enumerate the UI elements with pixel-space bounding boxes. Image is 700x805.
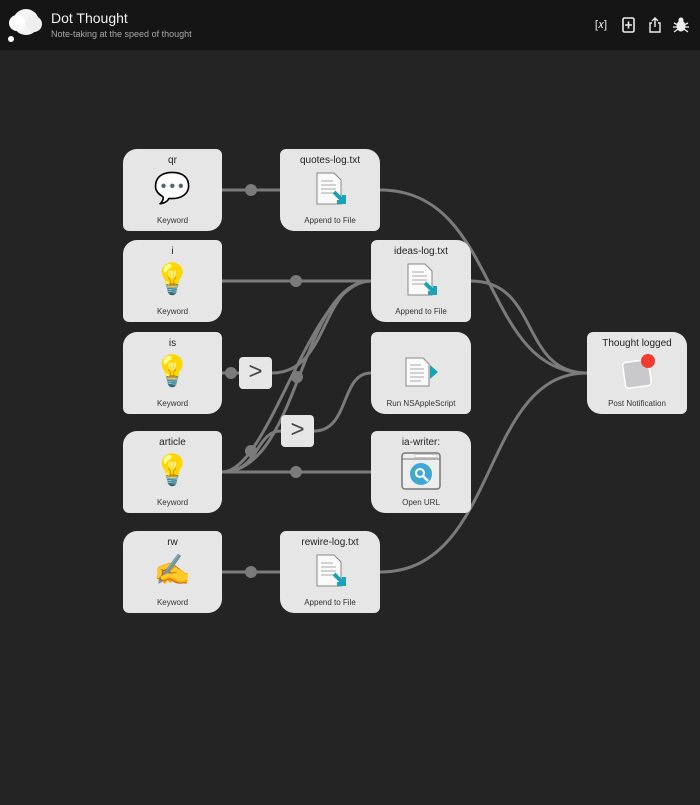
run-applescript-node[interactable]: Run NSAppleScript (371, 332, 471, 414)
keyword-node-article[interactable]: article 💡 Keyword (123, 431, 222, 513)
writing-hand-icon: ✍️ (153, 554, 192, 587)
node-title: quotes-log.txt (299, 155, 361, 166)
append-file-node-ideas[interactable]: ideas-log.txt Append to File (371, 240, 471, 322)
keyword-node-is[interactable]: is 💡 Keyword (123, 332, 222, 414)
node-title: ideas-log.txt (394, 246, 448, 257)
speech-bubble-icon: 💬 (153, 172, 192, 205)
connection-dot (290, 466, 302, 478)
notification-icon (621, 354, 655, 390)
node-title: i (171, 246, 174, 257)
add-object-icon[interactable] (619, 16, 637, 34)
node-type: Post Notification (608, 399, 666, 408)
connection-dot (245, 566, 257, 578)
lightbulb-icon: 💡 (153, 263, 192, 296)
connection-dot (245, 184, 257, 196)
conditional-filter-node[interactable]: > (239, 357, 272, 389)
node-title: rw (167, 537, 178, 548)
variables-icon[interactable]: [𝑥] (594, 19, 608, 31)
wire-filter-script (313, 371, 372, 433)
node-title: rewire-log.txt (301, 537, 359, 548)
keyword-node-qr[interactable]: qr 💬 Keyword (123, 149, 222, 231)
connection-dot (225, 367, 237, 379)
post-notification-node[interactable]: Thought logged Post Notification (587, 332, 687, 414)
node-title: is (168, 338, 177, 349)
lightbulb-icon: 💡 (153, 355, 192, 388)
keyword-node-rw[interactable]: rw ✍️ Keyword (123, 531, 222, 613)
workflow-subtitle: Note-taking at the speed of thought (51, 29, 192, 39)
node-type: Open URL (402, 498, 440, 507)
node-type: Append to File (304, 216, 356, 225)
wire-quotes-notify (379, 188, 588, 375)
open-url-node[interactable]: ia-writer: Open URL (371, 431, 471, 513)
keyword-node-i[interactable]: i 💡 Keyword (123, 240, 222, 322)
conditional-filter-node[interactable]: > (281, 415, 314, 447)
connection-dot (245, 445, 257, 457)
node-type: Keyword (156, 399, 189, 408)
node-title: Thought logged (602, 338, 672, 349)
workflow-title: Dot Thought (51, 10, 128, 26)
debug-icon[interactable] (672, 16, 690, 34)
node-type: Run NSAppleScript (386, 399, 456, 408)
append-file-node-quotes[interactable]: quotes-log.txt Append to File (280, 149, 380, 231)
globe-browser-icon (401, 452, 441, 490)
header: Dot Thought Note-taking at the speed of … (0, 0, 700, 50)
connection-dot (290, 275, 302, 287)
connection-dot (291, 371, 303, 383)
node-type: Append to File (304, 598, 356, 607)
node-type: Keyword (156, 216, 189, 225)
thought-cloud-logo-icon (8, 9, 42, 42)
append-file-icon (316, 554, 346, 587)
node-title: ia-writer: (401, 437, 441, 448)
lightbulb-icon: 💡 (153, 454, 192, 487)
wire-ideas-notify (470, 279, 588, 375)
node-type: Keyword (156, 598, 189, 607)
append-file-node-rewire[interactable]: rewire-log.txt Append to File (280, 531, 380, 613)
append-file-icon (407, 263, 437, 296)
node-title: qr (168, 155, 177, 166)
script-icon (405, 357, 438, 387)
share-icon[interactable] (646, 16, 664, 34)
node-title: article (159, 437, 186, 448)
append-file-icon (316, 172, 346, 205)
node-type: Append to File (395, 307, 447, 316)
node-type: Keyword (156, 498, 189, 507)
wire-rewire-notify (379, 371, 588, 574)
node-type: Keyword (156, 307, 189, 316)
